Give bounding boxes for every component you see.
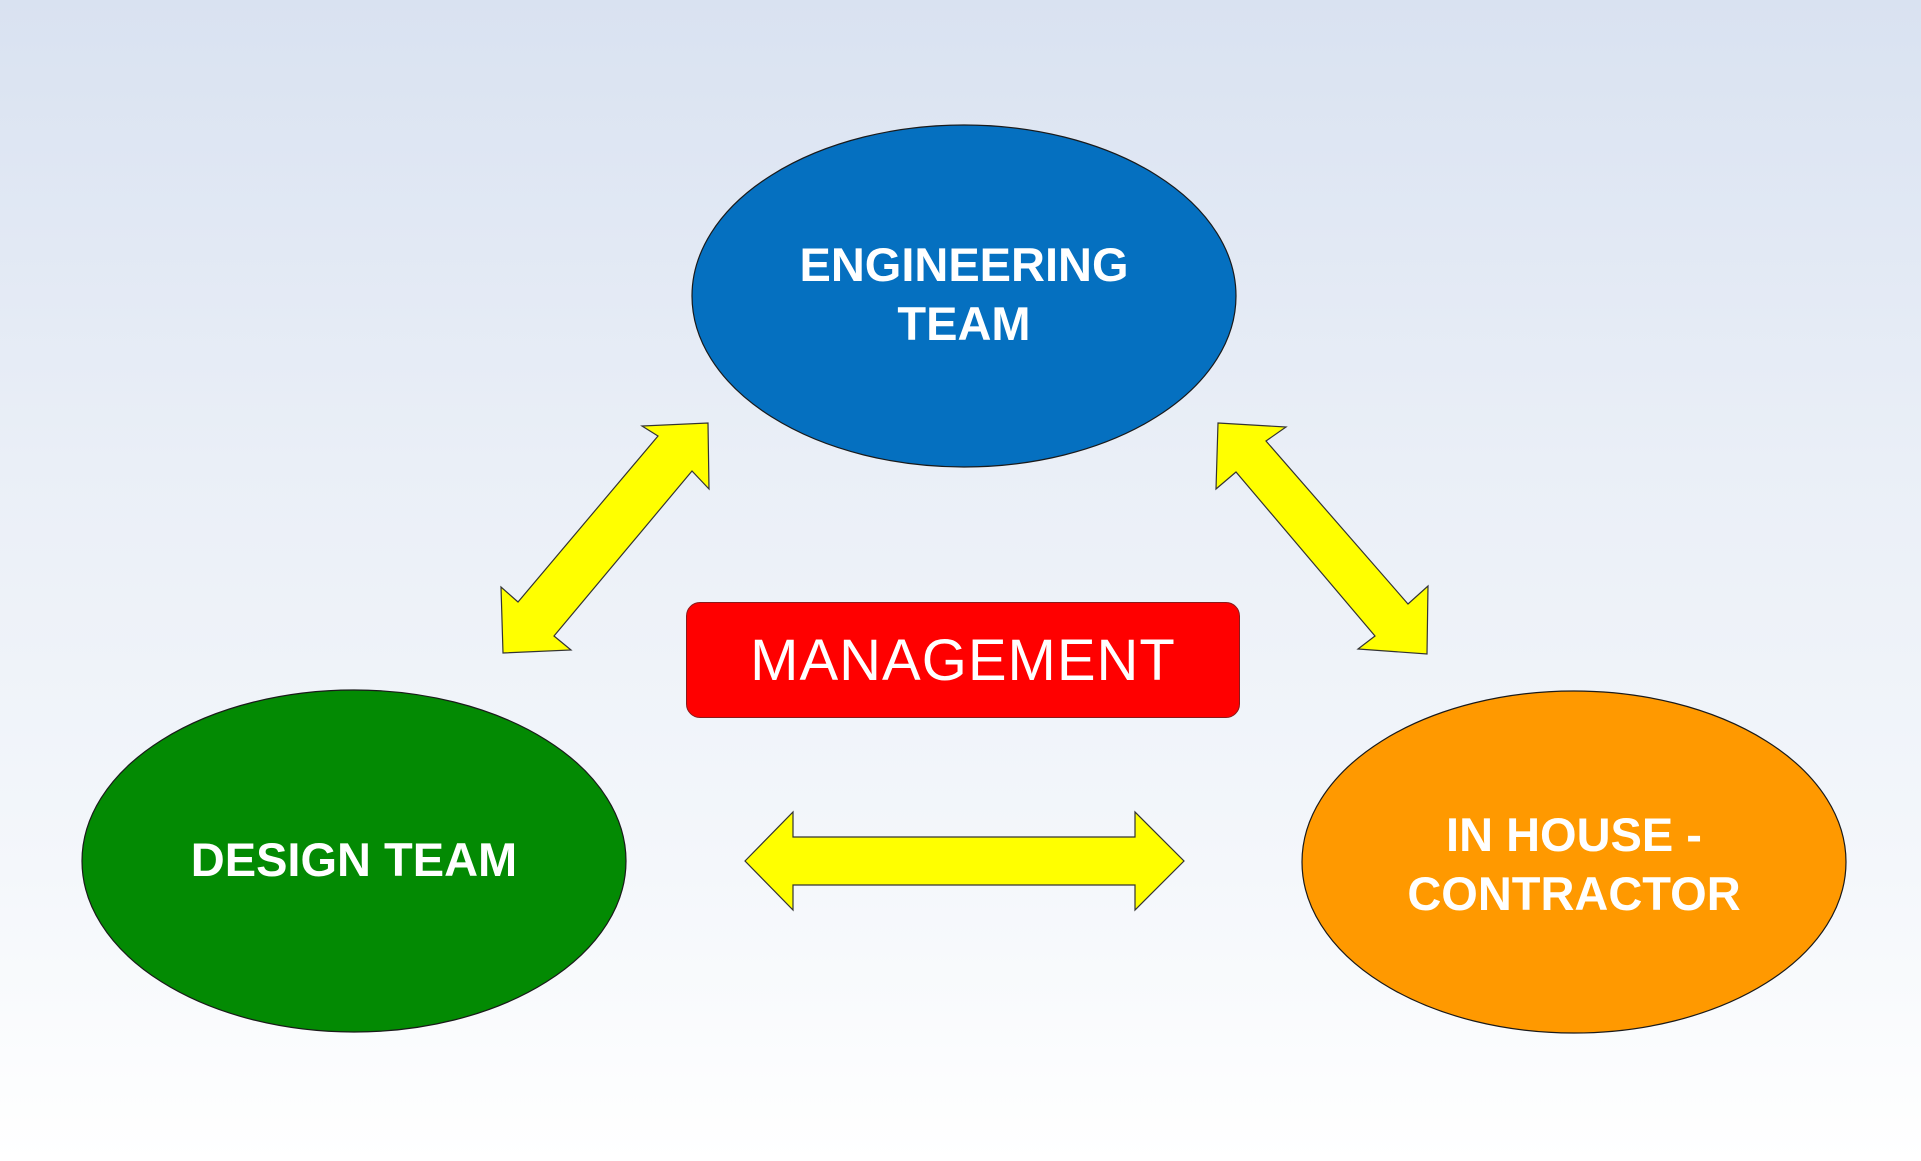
engineering-team-node	[691, 124, 1237, 468]
contractor-node	[1301, 690, 1847, 1034]
engineering-team-label: ENGINEERING TEAM	[799, 238, 1129, 350]
management-box: MANAGEMENT	[686, 602, 1240, 718]
management-label: MANAGEMENT	[750, 627, 1176, 693]
arrow-design-engineering	[500, 422, 710, 654]
design-team-node	[81, 689, 627, 1033]
design-team-label: DESIGN TEAM	[190, 832, 518, 886]
arrow-design-contractor	[744, 810, 1185, 912]
contractor-label: IN HOUSE - CONTRACTOR	[1407, 808, 1741, 920]
arrow-engineering-contractor	[1215, 422, 1429, 655]
